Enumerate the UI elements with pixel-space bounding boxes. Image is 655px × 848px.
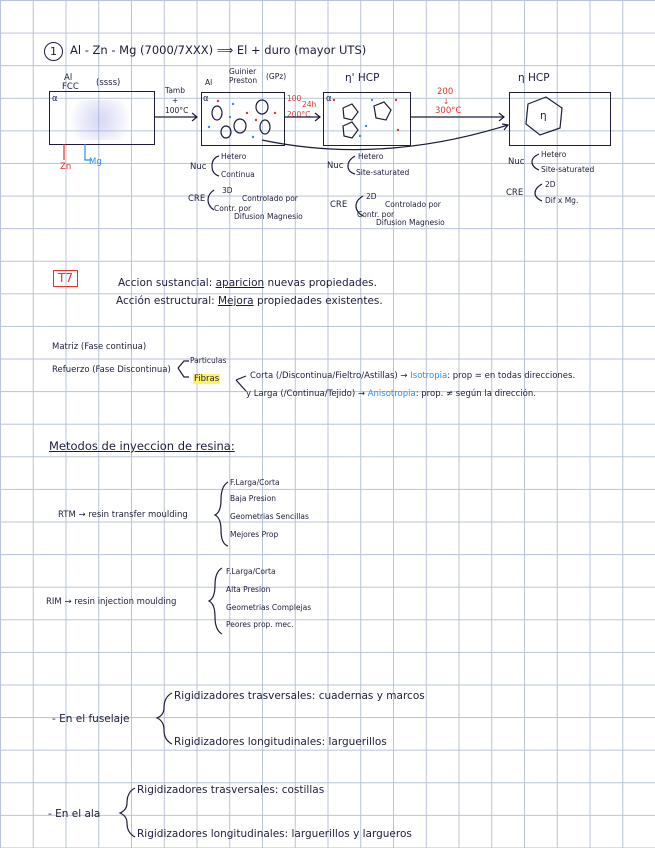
t7-line2: Acción estructural: Mejora propiedades e… bbox=[116, 295, 383, 308]
t7-line1-b: aparicion bbox=[216, 277, 265, 289]
metodos-heading: Metodos de inyeccion de resina: bbox=[49, 440, 235, 453]
ala-longitudinales: Rigidizadores longitudinales: larguerill… bbox=[137, 828, 412, 841]
rim-item-1: F.Larga/Corta bbox=[226, 567, 276, 576]
t7-line2-c: propiedades existentes. bbox=[257, 295, 383, 307]
corta-b: : prop = en todas direcciones. bbox=[447, 371, 575, 381]
t7-line2-b: Mejora bbox=[218, 295, 254, 307]
anisotropia-label: Anisotropia bbox=[368, 389, 416, 399]
t7-line1-a: Accion sustancial: bbox=[118, 277, 212, 289]
t7-line2-a: Acción estructural: bbox=[116, 295, 215, 307]
matriz-line: Matriz (Fase continua) bbox=[52, 342, 146, 352]
larga-line: y Larga (/Continua/Tejido) → Anisotropia… bbox=[246, 389, 536, 399]
larga-a: y Larga (/Continua/Tejido) → bbox=[246, 389, 365, 399]
rim-item-4: Peores prop. mec. bbox=[226, 620, 294, 629]
rim-item-2: Alta Presion bbox=[226, 585, 270, 594]
fuselaje-longitudinales: Rigidizadores longitudinales: larguerill… bbox=[174, 736, 387, 749]
ala-label: - En el ala bbox=[48, 808, 100, 821]
rtm-item-3: Geometrias Sencillas bbox=[230, 512, 309, 521]
ala-trasversales: Rigidizadores trasversales: costillas bbox=[137, 784, 324, 797]
fuselaje-label: - En el fuselaje bbox=[52, 713, 129, 726]
rim-item-3: Geometrias Complejas bbox=[226, 603, 311, 612]
corta-line: Corta (/Discontinua/Fieltro/Astillas) → … bbox=[250, 371, 575, 381]
corta-a: Corta (/Discontinua/Fieltro/Astillas) → bbox=[250, 371, 408, 381]
fibras-label: Fibras bbox=[193, 374, 220, 384]
larga-b: : prop. ≠ según la dirección. bbox=[416, 389, 536, 399]
rtm-item-1: F.Larga/Corta bbox=[230, 478, 280, 487]
particulas-label: Particulas bbox=[190, 356, 226, 365]
fibras-highlight: Fibras bbox=[193, 374, 220, 384]
t7-line1-c: nuevas propiedades. bbox=[268, 277, 377, 289]
rtm-item-2: Baja Presion bbox=[230, 494, 276, 503]
rtm-item-4: Mejores Prop bbox=[230, 530, 278, 539]
refuerzo-label: Refuerzo (Fase Discontinua) bbox=[52, 365, 171, 375]
t7-tag: T7 bbox=[53, 270, 78, 287]
box4-eta: η bbox=[540, 110, 547, 123]
fuselaje-trasversales: Rigidizadores trasversales: cuadernas y … bbox=[174, 690, 425, 703]
rim-label: RIM → resin injection moulding bbox=[46, 597, 176, 607]
t7-line1: Accion sustancial: aparicion nuevas prop… bbox=[118, 277, 377, 290]
rtm-label: RTM → resin transfer moulding bbox=[58, 510, 188, 520]
isotropia-label: Isotropia bbox=[410, 371, 447, 381]
